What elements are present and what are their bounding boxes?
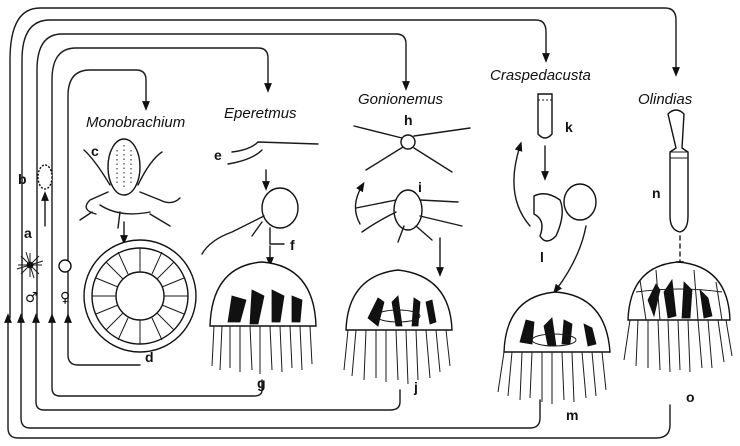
polyp-n [668,110,688,232]
label-a: a [24,225,32,241]
polyp-k [538,94,552,138]
egg-female [59,260,71,272]
label-n: n [652,185,661,201]
label-g: g [257,375,266,391]
olindias-group: Olindias n o [624,91,732,405]
sperm-star-a [17,252,43,278]
label-j: j [413,379,418,395]
craspedacusta-group: Craspedacusta k l m [490,67,610,423]
planula-b [38,165,52,189]
label-k: k [565,119,573,135]
polyp-f [262,188,298,228]
label-l: l [540,249,544,265]
polyp-l [564,184,596,220]
title-monobrachium: Monobrachium [86,114,185,131]
label-h: h [404,112,413,128]
polyp-i [394,190,422,230]
female-symbol: ♀ [60,290,70,306]
early-stages: b a ♂ ♀ [17,165,71,306]
eperetmus-group: Eperetmus e f g [202,105,318,391]
label-b: b [18,171,27,187]
title-gonionemus: Gonionemus [358,91,444,108]
title-craspedacusta: Craspedacusta [490,67,591,84]
label-f: f [290,237,295,253]
monobrachium-group: Monobrachium c d [80,114,196,365]
label-m: m [566,407,578,423]
label-c: c [91,143,99,159]
label-d: d [145,349,154,365]
label-o: o [686,389,695,405]
male-symbol: ♂ [25,290,38,306]
gonionemus-group: Gonionemus h i j [344,91,470,395]
title-eperetmus: Eperetmus [224,105,297,122]
title-olindias: Olindias [638,91,693,108]
label-e: e [214,147,222,163]
label-i: i [418,179,422,195]
